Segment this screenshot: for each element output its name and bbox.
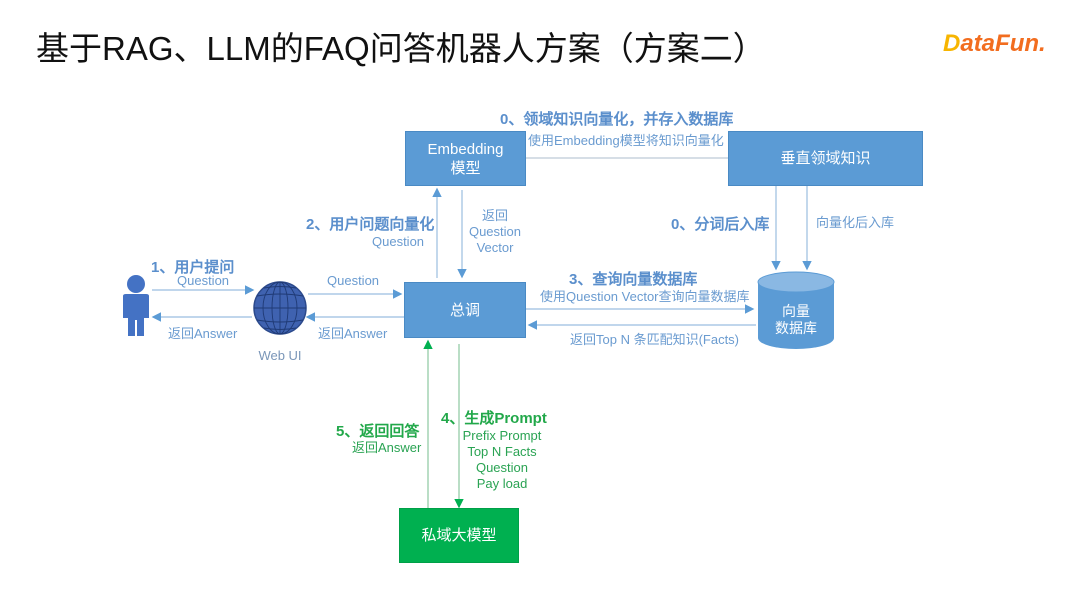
private-llm-box: 私域大模型 — [399, 508, 519, 563]
step3-query-label: 使用Question Vector查询向量数据库 — [540, 289, 750, 304]
step3-facts-label: 返回Top N 条匹配知识(Facts) — [570, 332, 740, 347]
step1-question-label: Question — [177, 273, 230, 288]
logo-text: ataFun. — [960, 30, 1046, 57]
step0-tokenize-desc: 向量化后入库 — [816, 215, 895, 230]
orchestrator-box: 总调 — [404, 282, 526, 338]
domain-knowledge-box: 垂直领域知识 — [728, 131, 923, 186]
step2-return-line3: Vector — [476, 240, 514, 255]
step3-title: 3、查询向量数据库 — [569, 271, 698, 288]
step1-title: 1、用户提问 — [151, 259, 235, 276]
web-ui-label: Web UI — [258, 348, 302, 363]
vector-db-label: 向量 数据库 — [768, 303, 824, 337]
datafun-logo: DataFun. — [943, 30, 1046, 58]
embedding-box-line2: 模型 — [450, 159, 481, 177]
step4-item: Question — [475, 460, 529, 475]
orchestrator-label: 总调 — [449, 301, 480, 319]
step2-return-label: 返回 Question Vector — [466, 208, 524, 256]
globe-icon — [253, 281, 307, 335]
vector-db-line1: 向量 — [782, 303, 810, 319]
page-title: 基于RAG、LLM的FAQ问答机器人方案（方案二） — [36, 30, 766, 67]
step4-item: Top N Facts — [467, 444, 537, 459]
webui-question-label: Question — [327, 273, 380, 288]
step2-title: 2、用户问题向量化 — [306, 216, 435, 233]
vector-db-line2: 数据库 — [775, 320, 817, 336]
vector-db-cylinder — [757, 271, 835, 349]
private-llm-label: 私域大模型 — [421, 527, 497, 544]
step2-question-label: Question — [372, 234, 425, 249]
logo-mark: D — [943, 30, 961, 57]
step4-title: 4、生成Prompt — [441, 410, 547, 427]
step4-items: Prefix Prompt Top N Facts Question Pay l… — [460, 428, 544, 492]
user-icon — [123, 275, 149, 336]
webui-answer-label: 返回Answer — [318, 326, 388, 341]
step2-return-line1: 返回 — [481, 208, 508, 223]
step2-return-line2: Question — [468, 224, 522, 239]
step4-item: Prefix Prompt — [462, 428, 542, 443]
embedding-box-line1: Embedding — [427, 140, 504, 158]
step0-tokenize-title: 0、分词后入库 — [671, 216, 770, 233]
step0-vectorize-title: 0、领域知识向量化，并存入数据库 — [500, 111, 734, 128]
step4-item: Pay load — [476, 476, 528, 491]
step0-vectorize-desc: 使用Embedding模型将知识向量化 — [528, 133, 724, 148]
step5-title: 5、返回回答 — [336, 423, 420, 440]
domain-knowledge-label: 垂直领域知识 — [780, 150, 871, 167]
step5-desc: 返回Answer — [352, 440, 422, 455]
step1-answer-label: 返回Answer — [168, 326, 238, 341]
